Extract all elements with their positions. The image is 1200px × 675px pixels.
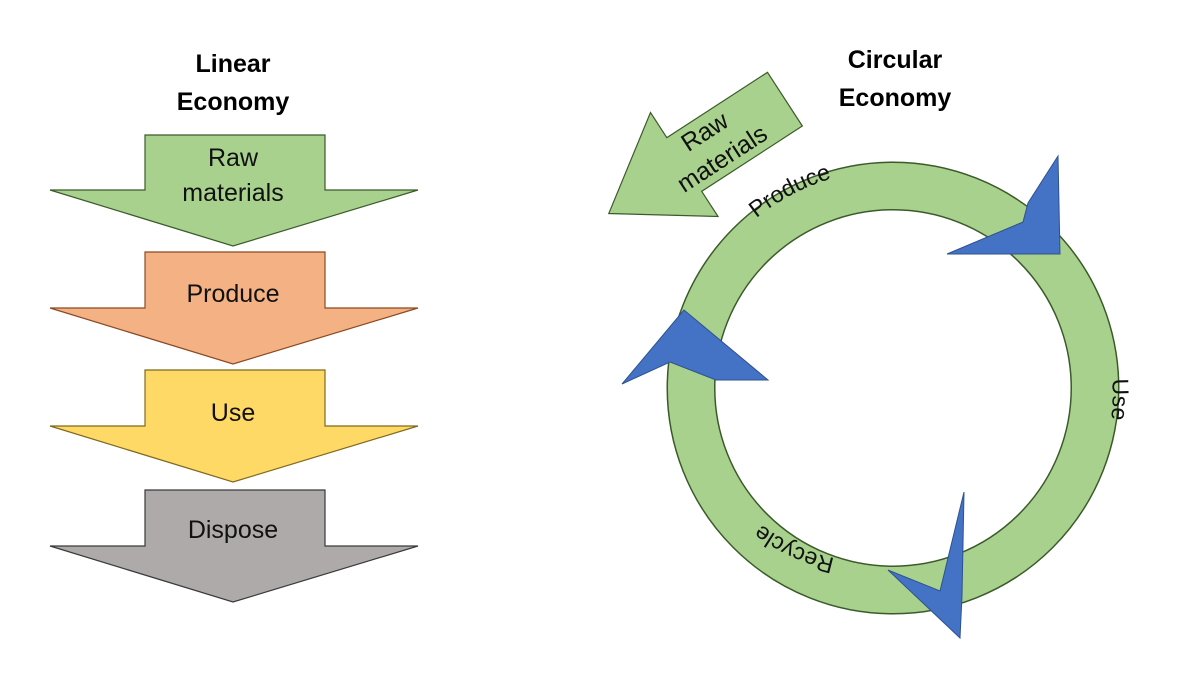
linear-use-label: Use [211, 399, 255, 427]
linear-raw-materials-label-line2: materials [182, 179, 283, 207]
linear-raw-materials-arrow [49, 134, 419, 247]
linear-produce-arrow [49, 251, 419, 365]
circular-economy: Circular Economy Raw materials Produce U… [607, 46, 1134, 640]
linear-raw-materials-label-line1: Raw [208, 144, 259, 172]
circular-title-line2: Economy [839, 84, 952, 112]
circular-raw-materials-arrow [607, 71, 804, 218]
linear-title-line1: Linear [195, 50, 270, 78]
circular-title-line1: Circular [848, 46, 943, 74]
linear-title-line2: Economy [177, 88, 290, 116]
linear-produce-label: Produce [186, 280, 279, 308]
ring-arrowhead-upper-right [946, 154, 1061, 255]
ring-arrowhead-left [621, 309, 770, 385]
linear-use-arrow [49, 369, 419, 483]
ring-label-use: Use [1106, 378, 1134, 421]
ring-arrowhead-lower-right [887, 491, 965, 640]
linear-dispose-label: Dispose [188, 516, 278, 544]
linear-economy: Linear Economy Raw materials Produce Use… [49, 50, 419, 603]
circular-ring-fill [668, 163, 1118, 613]
linear-dispose-arrow [49, 489, 419, 603]
